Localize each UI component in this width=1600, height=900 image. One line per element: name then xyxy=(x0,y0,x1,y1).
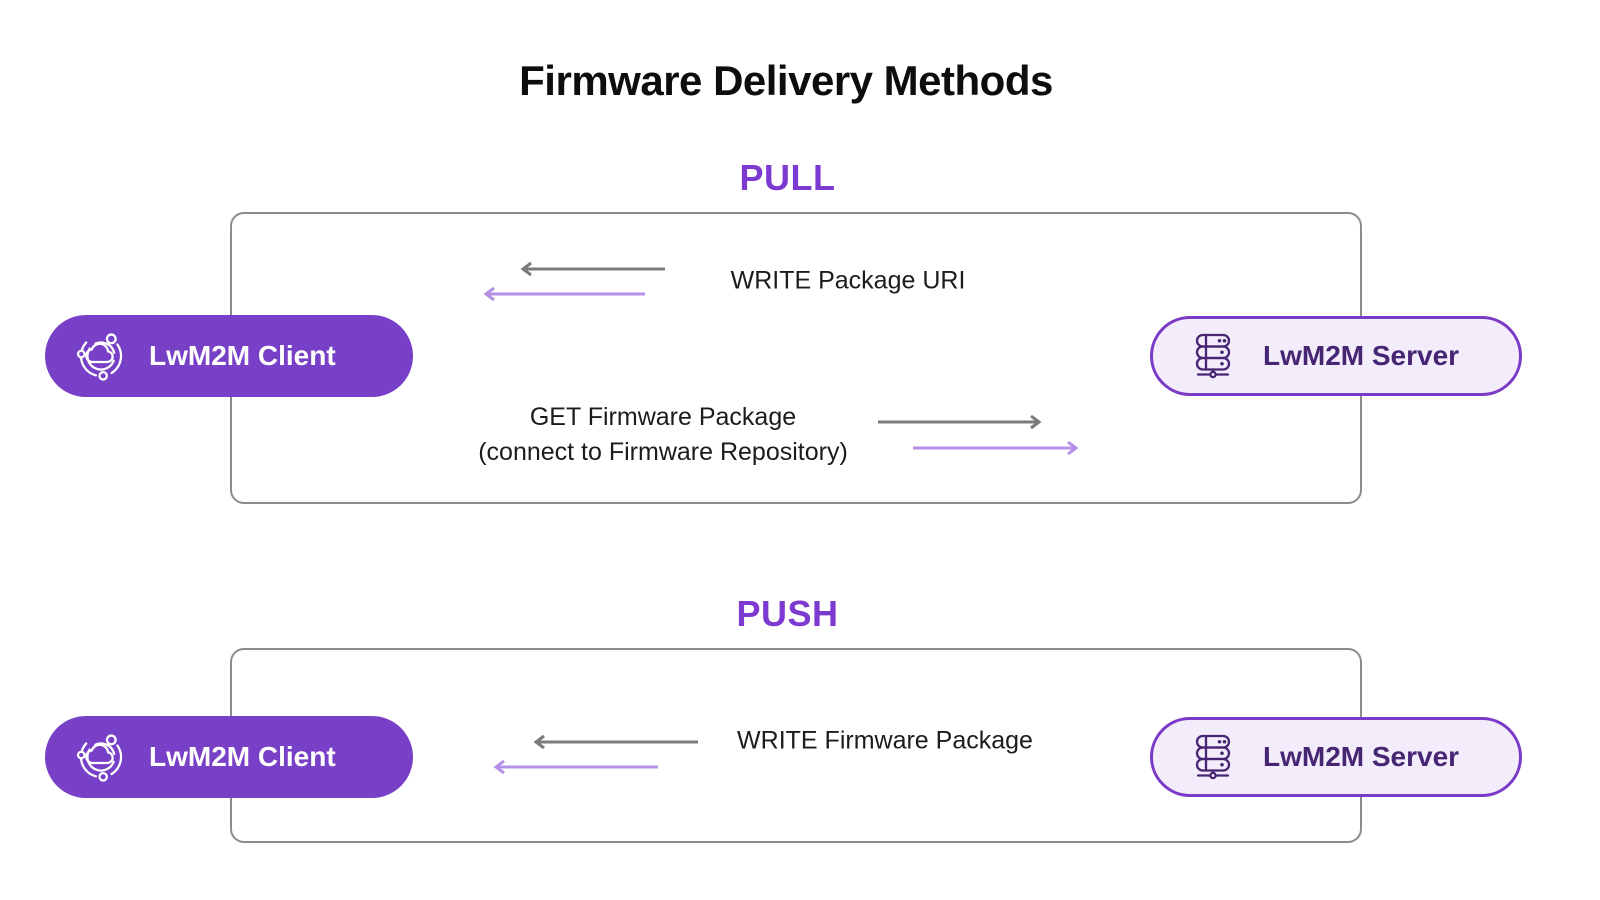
push-section-heading: PUSH xyxy=(736,593,839,634)
pull-write-uri-label: WRITE Package URI xyxy=(730,266,966,295)
push-write-package-label: WRITE Firmware Package xyxy=(737,726,1033,755)
page-title: Firmware Delivery Methods xyxy=(519,57,1053,104)
lwm2m-server-label: LwM2M Server xyxy=(1263,741,1460,772)
push-lwm2m-server-pill: LwM2M Server xyxy=(1150,717,1522,797)
pull-get-package-label: GET Firmware Package (connect to Firmwar… xyxy=(478,400,848,470)
iot-cloud-icon xyxy=(75,731,127,783)
server-rack-icon xyxy=(1187,330,1239,382)
pull-get-package-label-line1: GET Firmware Package xyxy=(529,403,797,431)
pull-lwm2m-server-pill: LwM2M Server xyxy=(1150,316,1522,396)
iot-cloud-icon xyxy=(75,330,127,382)
server-rack-icon xyxy=(1187,731,1239,783)
pull-section-heading: PULL xyxy=(739,157,836,198)
lwm2m-server-label: LwM2M Server xyxy=(1263,340,1460,371)
push-lwm2m-client-pill: LwM2M Client xyxy=(45,716,413,798)
lwm2m-client-label: LwM2M Client xyxy=(149,741,336,772)
pull-get-package-label-line2: (connect to Firmware Repository) xyxy=(478,438,848,466)
pull-lwm2m-client-pill: LwM2M Client xyxy=(45,315,413,397)
lwm2m-client-label: LwM2M Client xyxy=(149,340,336,371)
